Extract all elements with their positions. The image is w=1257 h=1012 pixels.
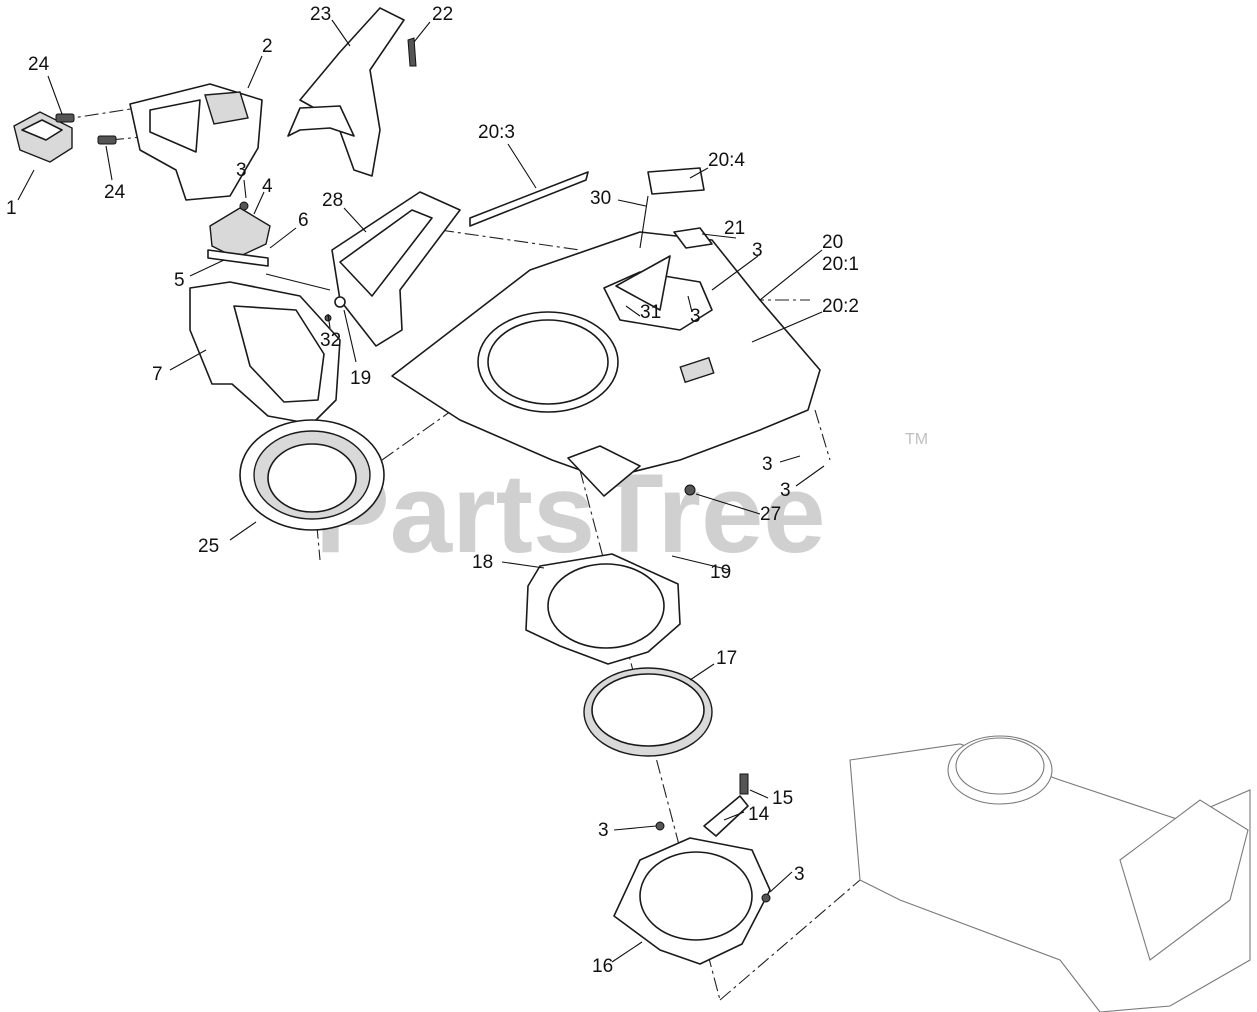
- part-14-lever: [703, 795, 749, 837]
- callout-3f: 3: [598, 820, 609, 841]
- part-6-rod: [265, 273, 331, 291]
- part-25-ring: [239, 419, 385, 531]
- part-5-plate: [207, 249, 269, 267]
- callout-22: 22: [432, 4, 453, 25]
- callout-leaders: [17, 19, 825, 963]
- callout-15: 15: [772, 788, 793, 809]
- callout-20-1: 20:1: [822, 254, 859, 275]
- callout-25: 25: [198, 536, 219, 557]
- callout-21: 21: [724, 218, 745, 239]
- part-27-bolt: [684, 484, 696, 496]
- part-7-guard: [189, 281, 341, 425]
- watermark-brand: PartsTree: [315, 451, 826, 576]
- part-17-gear-ring: [583, 667, 713, 757]
- part-31-bracket: [615, 255, 671, 311]
- part-19-nut: [334, 296, 346, 308]
- callout-20-4: 20:4: [708, 150, 745, 171]
- callout-3b: 3: [752, 240, 763, 261]
- callout-14: 14: [748, 804, 770, 825]
- callout-28: 28: [322, 190, 343, 211]
- part-20-3-decal: [469, 171, 589, 227]
- part-15-spring: [739, 773, 749, 795]
- part-1-knob: [13, 111, 73, 163]
- watermark-trademark: TM: [905, 431, 928, 448]
- callout-30: 30: [590, 188, 611, 209]
- callout-3c: 3: [690, 306, 701, 327]
- callout-17: 17: [716, 648, 737, 669]
- part-30-rod: [639, 195, 649, 249]
- callout-2: 2: [262, 36, 273, 57]
- callout-labels: 24 2 23 22 1 24 3 4 6 28 5 7 32 19 20:3 …: [6, 4, 859, 977]
- callout-20-2: 20:2: [822, 296, 859, 317]
- callout-20-3: 20:3: [478, 122, 515, 143]
- callout-24a: 24: [28, 54, 50, 75]
- callout-6: 6: [298, 210, 309, 231]
- callout-3d: 3: [762, 454, 773, 475]
- callout-32: 32: [320, 330, 341, 351]
- callout-16: 16: [592, 956, 613, 977]
- callout-27: 27: [760, 504, 781, 525]
- callout-5: 5: [174, 270, 185, 291]
- callout-1: 1: [6, 198, 17, 219]
- part-24-springs: [55, 113, 117, 145]
- callout-24b: 24: [104, 182, 126, 203]
- auger-housing-background: [849, 735, 1251, 1012]
- callout-20: 20: [822, 232, 843, 253]
- callout-18: 18: [472, 552, 493, 573]
- callout-7: 7: [152, 364, 163, 385]
- part-23-deflector: [287, 7, 405, 177]
- callout-31: 31: [640, 302, 661, 323]
- callout-19b: 19: [710, 562, 731, 583]
- part-22-screw: [407, 37, 417, 67]
- callout-19a: 19: [350, 368, 371, 389]
- callout-3e: 3: [780, 480, 791, 501]
- callout-23: 23: [310, 4, 331, 25]
- part-4-bracket: [209, 201, 271, 259]
- part-18-plate: [525, 553, 681, 665]
- part-21-bracket: [673, 227, 713, 249]
- callout-3a: 3: [236, 160, 247, 181]
- callout-3g: 3: [794, 864, 805, 885]
- part-2-control-housing: [129, 83, 263, 201]
- callout-4: 4: [262, 176, 273, 197]
- part-20-4-decal: [647, 167, 705, 195]
- part-16-base-plate: [613, 821, 771, 965]
